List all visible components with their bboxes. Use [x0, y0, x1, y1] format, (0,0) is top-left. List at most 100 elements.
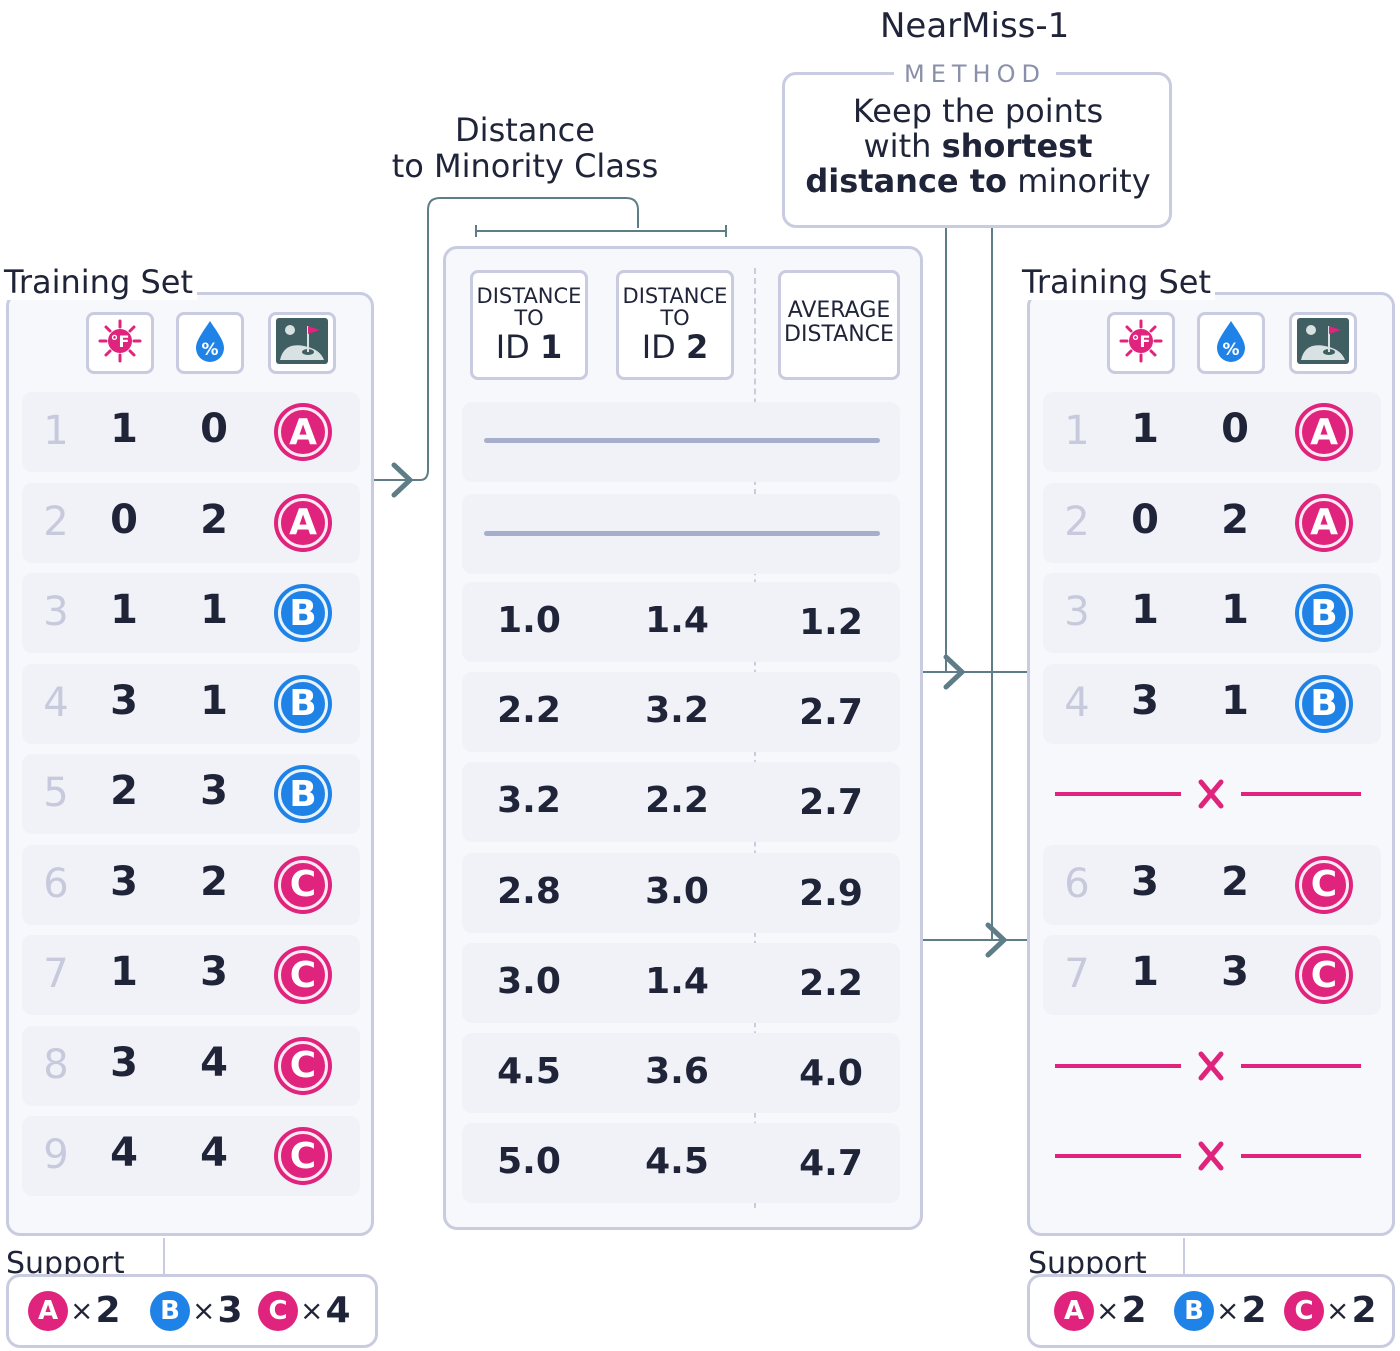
method-box [782, 72, 1172, 228]
humidity-value: 3 [200, 949, 228, 995]
temperature-value: 1 [110, 406, 138, 452]
humidity-value: 4 [200, 1130, 228, 1176]
humidity-value: 1 [200, 587, 228, 633]
temperature-icon: °F [1119, 319, 1163, 367]
row-id: 6 [1064, 860, 1090, 907]
humidity-value: 2 [1221, 858, 1249, 905]
distance-to-id1: 1.0 [497, 600, 561, 641]
class-badge-C: C [274, 855, 332, 914]
class-badge-B: B [274, 674, 332, 733]
humidity-value: 2 [1221, 496, 1249, 543]
row-id: 9 [43, 1132, 69, 1178]
removed-row [1041, 1026, 1383, 1106]
distance-row [462, 582, 900, 662]
humidity-value: 3 [1221, 949, 1249, 995]
humidity-value: 0 [1221, 406, 1249, 452]
golf-icon-box [268, 312, 336, 374]
distance-to-id1: 3.0 [497, 960, 561, 1002]
average-distance: 4.0 [799, 1053, 863, 1094]
support-item-B: B×2 [1174, 1290, 1267, 1331]
removed-row [1041, 1116, 1383, 1196]
support-count: 3 [217, 1290, 243, 1331]
golf-icon [274, 316, 330, 370]
temperature-value: 2 [110, 768, 138, 814]
temperature-value: 1 [1131, 949, 1159, 995]
temperature-value: 0 [110, 496, 138, 543]
temperature-value: 1 [1131, 587, 1159, 633]
class-badge-A: A [274, 403, 332, 461]
distance-to-id2: 1.4 [645, 960, 709, 1002]
header-line2: DISTANCE [784, 322, 894, 347]
distance-to-id1: 2.2 [497, 690, 561, 732]
method-line3-a: distance to [805, 162, 1008, 200]
svg-text:%: % [201, 340, 218, 360]
support-badge-A: A [1054, 1290, 1094, 1331]
distance-row [462, 762, 900, 843]
class-badge-B: B [1295, 584, 1353, 642]
method-line2-b: shortest [941, 127, 1093, 165]
class-badge-C: C [274, 1036, 332, 1095]
distance-to-id1: 4.5 [497, 1051, 561, 1092]
distance-row [462, 942, 900, 1023]
class-badge-A: A [1295, 403, 1353, 461]
class-badge-B: B [274, 584, 332, 642]
humidity-value: 2 [200, 496, 228, 543]
temperature-value: 3 [110, 858, 138, 905]
row-id: 6 [43, 860, 69, 907]
times-sign: × [192, 1294, 216, 1327]
temperature-value: 3 [1131, 858, 1159, 905]
class-badge-B: B [1295, 674, 1353, 733]
distance-to-id2: 2.2 [645, 780, 709, 822]
row-id: 2 [1064, 498, 1090, 545]
temperature-value: 4 [110, 1130, 138, 1176]
times-sign: × [1096, 1294, 1120, 1327]
row-id: 8 [43, 1041, 69, 1088]
method-line3: distance to minority [786, 164, 1170, 199]
distance-to-id1: 2.8 [497, 870, 561, 912]
temperature-value: 1 [110, 949, 138, 995]
temperature-value: 3 [110, 677, 138, 724]
distance-row [462, 672, 900, 753]
support-item-C: C×4 [258, 1290, 351, 1331]
header-line1: DISTANCE [622, 284, 728, 308]
header-line2: TO [660, 306, 690, 330]
middle-title-line2: to Minority Class [391, 147, 659, 185]
distance-to-id1: 3.2 [497, 780, 561, 822]
temperature-value: 3 [1131, 677, 1159, 724]
removed-row [1041, 754, 1383, 834]
temperature-value: 1 [1131, 406, 1159, 452]
method-line2-a: with [863, 127, 942, 165]
row-id: 2 [43, 498, 69, 545]
temperature-value: 0 [1131, 496, 1159, 543]
method-label: METHOD [894, 60, 1056, 88]
class-badge-C: C [274, 946, 332, 1004]
average-distance: 2.7 [799, 782, 863, 824]
left-panel-title: Training Set [0, 264, 197, 300]
support-badge-C: C [258, 1290, 298, 1331]
svg-text:°F: °F [111, 332, 130, 351]
header-line3: ID 2 [641, 328, 709, 366]
support-count: 2 [1121, 1290, 1147, 1331]
distance-row [462, 1033, 900, 1113]
support-badge-A: A [28, 1290, 68, 1331]
humidity-value: 0 [200, 406, 228, 452]
distance-row [462, 1123, 900, 1204]
distance-to-id2: 3.2 [645, 690, 709, 732]
temperature-value: 1 [110, 587, 138, 633]
humidity-value: 3 [200, 768, 228, 814]
golf-icon-box [1289, 312, 1357, 374]
temperature-icon-box: °F [86, 312, 154, 374]
support-item-A: A×2 [1054, 1290, 1147, 1331]
left-support-box [6, 1274, 378, 1348]
distance-to-id2: 1.4 [645, 600, 709, 641]
distance-to-id2: 3.6 [645, 1051, 709, 1092]
method-title: NearMiss-1 [874, 8, 1076, 44]
header-line2: TO [514, 306, 544, 330]
svg-text:°F: °F [1132, 332, 1151, 351]
golf-icon [1295, 316, 1351, 370]
middle-title: Distance to Minority Class [380, 112, 670, 184]
support-badge-C: C [1284, 1290, 1324, 1331]
